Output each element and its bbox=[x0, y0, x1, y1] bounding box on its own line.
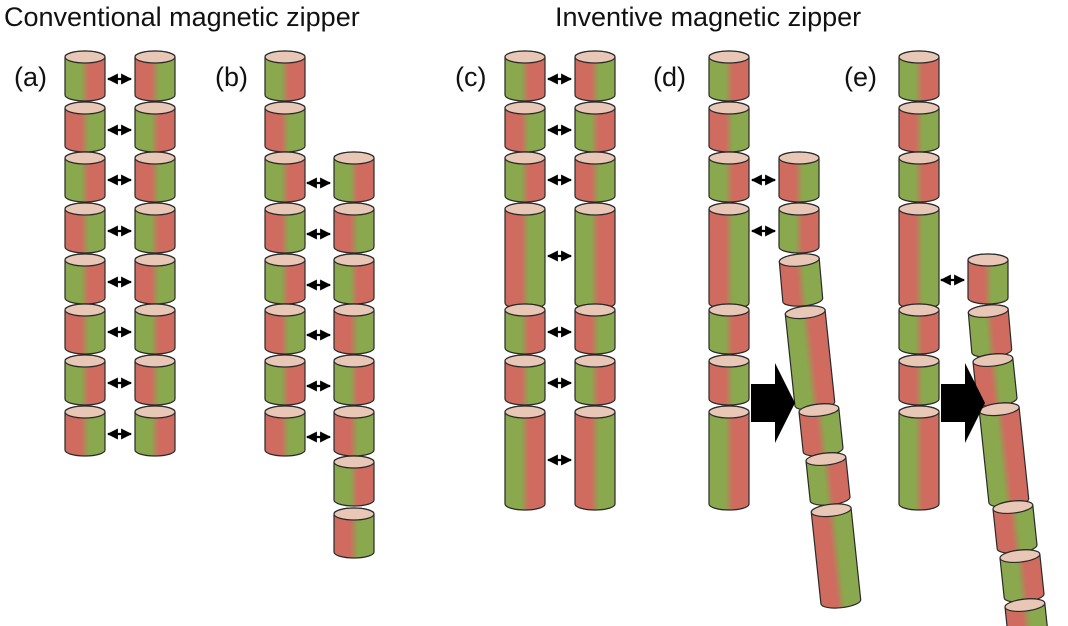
magnet-e-left bbox=[898, 151, 940, 203]
magnet-a-right bbox=[134, 405, 176, 457]
magnet-d-left bbox=[708, 354, 750, 406]
magnet-d-right-tilted bbox=[784, 305, 836, 411]
magnet-e-left bbox=[898, 101, 940, 153]
magnet-c-left bbox=[504, 50, 546, 102]
magnet-a-left bbox=[64, 303, 106, 355]
magnet-b-right bbox=[333, 253, 375, 305]
magnet-a-right bbox=[134, 202, 176, 254]
magnet-c-right bbox=[574, 354, 616, 406]
magnet-d-right-tilted bbox=[798, 403, 844, 457]
magnet-e-right-tilted bbox=[1004, 598, 1050, 626]
magnet-a-left bbox=[64, 202, 106, 254]
motion-arrow-d bbox=[751, 363, 795, 443]
magnet-e-right-tilted bbox=[992, 500, 1038, 554]
magnet-c-left bbox=[504, 303, 546, 355]
magnet-c-left bbox=[504, 354, 546, 406]
magnet-a-right bbox=[134, 101, 176, 153]
magnet-b-right bbox=[333, 151, 375, 203]
magnet-e-right bbox=[967, 253, 1009, 305]
magnet-e-right-tilted bbox=[967, 304, 1013, 358]
magnet-b-right bbox=[333, 507, 375, 559]
motion-arrow-e bbox=[941, 363, 985, 443]
magnet-d-left bbox=[708, 50, 750, 102]
panel-e-label: (e) bbox=[844, 62, 877, 92]
magnet-b-right bbox=[333, 455, 375, 507]
magnet-b-left bbox=[264, 101, 306, 153]
magnet-a-left bbox=[64, 405, 106, 457]
magnet-d-right bbox=[778, 151, 820, 203]
magnet-c-right bbox=[574, 50, 616, 102]
magnet-c-right bbox=[574, 405, 616, 511]
magnet-b-right bbox=[333, 303, 375, 355]
magnet-d-left bbox=[708, 151, 750, 203]
magnet-c-right bbox=[574, 151, 616, 203]
magnet-e-left bbox=[898, 405, 940, 511]
magnet-a-right bbox=[134, 151, 176, 203]
magnet-c-left bbox=[504, 101, 546, 153]
magnet-c-left bbox=[504, 151, 546, 203]
magnet-e-left bbox=[898, 303, 940, 355]
magnet-e-left bbox=[898, 354, 940, 406]
magnet-b-left bbox=[264, 151, 306, 203]
magnet-a-left bbox=[64, 50, 106, 102]
magnet-c-left bbox=[504, 202, 546, 310]
magnet-c-right bbox=[574, 303, 616, 355]
magnet-b-right bbox=[333, 354, 375, 406]
panel-d-label: (d) bbox=[653, 62, 686, 92]
conventional-title: Conventional magnetic zipper bbox=[4, 2, 360, 32]
magnet-d-left bbox=[708, 303, 750, 355]
magnet-b-left bbox=[264, 303, 306, 355]
panel-a-label: (a) bbox=[14, 62, 47, 92]
magnet-e-right-tilted bbox=[972, 353, 1018, 407]
magnet-d-right-tilted bbox=[810, 503, 862, 609]
magnet-d-right bbox=[778, 202, 820, 254]
magnet-b-left bbox=[264, 405, 306, 457]
magnet-a-right bbox=[134, 50, 176, 102]
magnet-a-left bbox=[64, 101, 106, 153]
magnet-e-left bbox=[898, 50, 940, 102]
magnet-e-right-tilted bbox=[999, 549, 1045, 603]
magnet-c-right bbox=[574, 101, 616, 153]
magnet-d-left bbox=[708, 101, 750, 153]
magnet-b-left bbox=[264, 253, 306, 305]
magnet-d-right-tilted bbox=[778, 253, 824, 307]
panel-c-label: (c) bbox=[455, 62, 487, 92]
magnet-a-left bbox=[64, 354, 106, 406]
magnet-c-left bbox=[504, 405, 546, 511]
magnet-e-left bbox=[898, 202, 940, 310]
inventive-title: Inventive magnetic zipper bbox=[555, 2, 862, 32]
magnet-b-right bbox=[333, 202, 375, 254]
magnet-a-right bbox=[134, 253, 176, 305]
magnet-a-right bbox=[134, 303, 176, 355]
magnet-d-left bbox=[708, 405, 750, 511]
magnet-d-right-tilted bbox=[805, 452, 851, 506]
magnet-b-left bbox=[264, 202, 306, 254]
magnet-c-right bbox=[574, 202, 616, 310]
magnet-a-left bbox=[64, 151, 106, 203]
magnet-b-left bbox=[264, 354, 306, 406]
magnet-e-right-tilted bbox=[978, 402, 1030, 508]
magnet-b-left bbox=[264, 50, 306, 102]
panel-b-label: (b) bbox=[215, 62, 248, 92]
magnet-b-right bbox=[333, 405, 375, 457]
magnet-a-right bbox=[134, 354, 176, 406]
magnet-d-left bbox=[708, 202, 750, 310]
magnet-a-left bbox=[64, 253, 106, 305]
